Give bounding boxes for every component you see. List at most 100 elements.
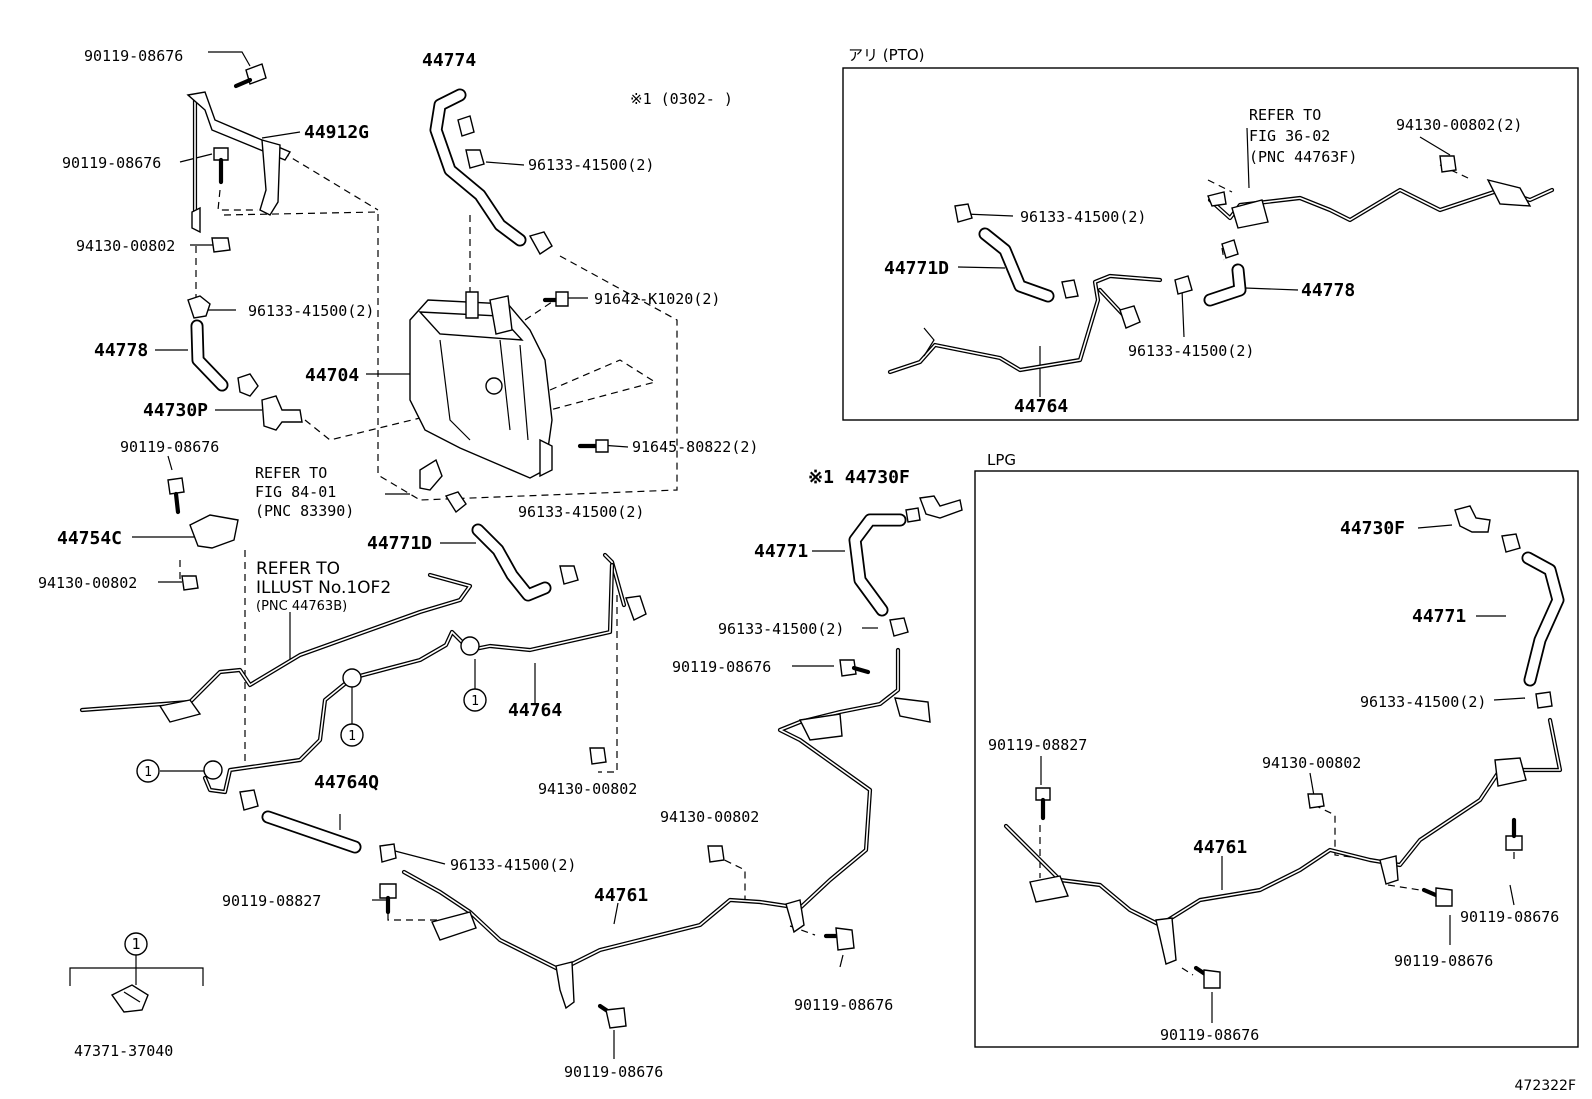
hose-44778-pto xyxy=(1203,263,1247,307)
assembly-dashed-lines xyxy=(179,139,1515,976)
nut-icon xyxy=(589,747,607,765)
label-44754c: 44754C xyxy=(57,528,122,549)
label-94130-00802: 94130-00802 xyxy=(76,237,175,255)
bolt-icon xyxy=(542,291,569,307)
label-94130-00802: 94130-00802 xyxy=(1262,754,1361,772)
clamp-icon xyxy=(559,565,579,585)
bolt-icon xyxy=(1035,787,1051,821)
label-44774: 44774 xyxy=(422,50,476,71)
label-44771: 44771 xyxy=(754,541,808,562)
hose-44771d xyxy=(471,523,552,602)
label-96133-41500: 96133-41500(2) xyxy=(450,856,576,874)
clamp-icon xyxy=(1221,239,1239,259)
bracket-44754c xyxy=(189,514,239,549)
label-90119-08676: 90119-08676 xyxy=(120,438,219,456)
bolt-icon xyxy=(823,927,855,951)
hose-44778 xyxy=(190,319,229,392)
label-90119-08676: 90119-08676 xyxy=(62,154,161,172)
hose-44771d-pto xyxy=(978,227,1055,303)
callout-circle: 1 xyxy=(463,688,487,712)
label-94130-00802: 94130-00802 xyxy=(538,780,637,798)
bolt-icon xyxy=(379,883,397,915)
pipe-44761-lpg xyxy=(1003,717,1563,965)
refer-illust-line1: REFER TO xyxy=(256,559,340,579)
label-44730f: 44730F xyxy=(1340,518,1405,539)
label-44771d: 44771D xyxy=(884,258,949,279)
bolt-icon xyxy=(1193,965,1221,989)
pipe-44761 xyxy=(401,647,931,1010)
label-44764q: 44764Q xyxy=(314,772,379,793)
label-44761: 44761 xyxy=(594,885,648,906)
bolt-icon xyxy=(167,477,185,515)
bracket-44912g xyxy=(186,91,292,234)
label-44730f: ※1 44730F xyxy=(808,467,910,488)
connector-44730p xyxy=(261,395,303,431)
label-94130-00802: 94130-00802 xyxy=(38,574,137,592)
clamp-icon xyxy=(444,491,467,514)
bolt-icon xyxy=(577,439,609,453)
clamp-icon xyxy=(187,295,211,319)
pipe-refer-illust xyxy=(79,572,473,723)
label-90119-08676: 90119-08676 xyxy=(1394,952,1493,970)
callout-circle xyxy=(124,932,148,956)
label-91645-80822: 91645-80822(2) xyxy=(632,438,758,456)
label-96133-41500: 96133-41500(2) xyxy=(528,156,654,174)
label-94130-00802: 94130-00802 xyxy=(660,808,759,826)
clamp-icon xyxy=(1174,275,1193,295)
label-90119-08676: 90119-08676 xyxy=(84,47,183,65)
pto-section-title: アリ (PTO) xyxy=(848,46,925,64)
clamp-icon xyxy=(954,203,973,223)
clamp-icon xyxy=(1061,279,1079,299)
pipe-end-fitting xyxy=(602,552,647,621)
label-44764: 44764 xyxy=(1014,396,1068,417)
callout-number: 1 xyxy=(348,729,356,744)
connector-44730f-lpg xyxy=(1454,505,1491,533)
label-44761: 44761 xyxy=(1193,837,1247,858)
label-90119-08676: 90119-08676 xyxy=(672,658,771,676)
nut-icon xyxy=(211,237,231,253)
callout-number: 1 xyxy=(131,935,140,953)
label-90119-08676: 90119-08676 xyxy=(1160,1026,1259,1044)
nut-icon xyxy=(1439,155,1457,173)
hose-44771-lpg xyxy=(1521,551,1565,687)
reservoir-tank-44704 xyxy=(409,291,553,491)
bolt-icon xyxy=(233,63,267,89)
figure-id: 472322F xyxy=(1515,1078,1577,1094)
hose-44774 xyxy=(429,88,527,247)
refer-fig36-line1: REFER TO xyxy=(1249,106,1321,124)
label-44778: 44778 xyxy=(1301,280,1355,301)
label-90119-08827: 90119-08827 xyxy=(222,892,321,910)
refer-illust-line2: ILLUST No.1OF2 xyxy=(256,578,391,598)
label-96133-41500: 96133-41500(2) xyxy=(718,620,844,638)
lpg-section-title: LPG xyxy=(987,451,1016,469)
clamp-icon xyxy=(237,373,259,397)
clamp-icon xyxy=(889,617,909,637)
label-91642-k1020: 91642-K1020(2) xyxy=(594,290,720,308)
bolt-icon xyxy=(213,147,229,185)
pipe-44764-pto xyxy=(887,273,1163,375)
labels: 90119-08676 44912G 90119-08676 94130-008… xyxy=(38,46,1576,1094)
pto-pipe-44763f xyxy=(1207,178,1555,229)
label-44704: 44704 xyxy=(305,365,359,386)
label-90119-08827: 90119-08827 xyxy=(988,736,1087,754)
label-44771d: 44771D xyxy=(367,533,432,554)
clip-47371 xyxy=(110,984,149,1013)
clamp-icon xyxy=(1535,691,1553,709)
bolt-icon xyxy=(839,659,871,677)
label-44912g: 44912G xyxy=(304,122,369,143)
clamp-icon xyxy=(239,789,259,811)
callout-number: 1 xyxy=(471,694,479,709)
connector-44730f xyxy=(905,495,963,523)
hose-44764q xyxy=(261,810,362,854)
refer-fig84-line3: (PNC 83390) xyxy=(255,502,354,520)
label-96133-41500: 96133-41500(2) xyxy=(248,302,374,320)
bolt-icon xyxy=(1421,887,1453,907)
clamp-icon xyxy=(528,231,553,256)
refer-fig84-line1: REFER TO xyxy=(255,464,327,482)
label-90119-08676: 90119-08676 xyxy=(564,1063,663,1081)
label-47371-37040: 47371-37040 xyxy=(74,1042,173,1060)
refer-fig36-line3: (PNC 44763F) xyxy=(1249,148,1357,166)
clamp-icon xyxy=(465,149,485,169)
callout-circle: 1 xyxy=(340,723,364,747)
